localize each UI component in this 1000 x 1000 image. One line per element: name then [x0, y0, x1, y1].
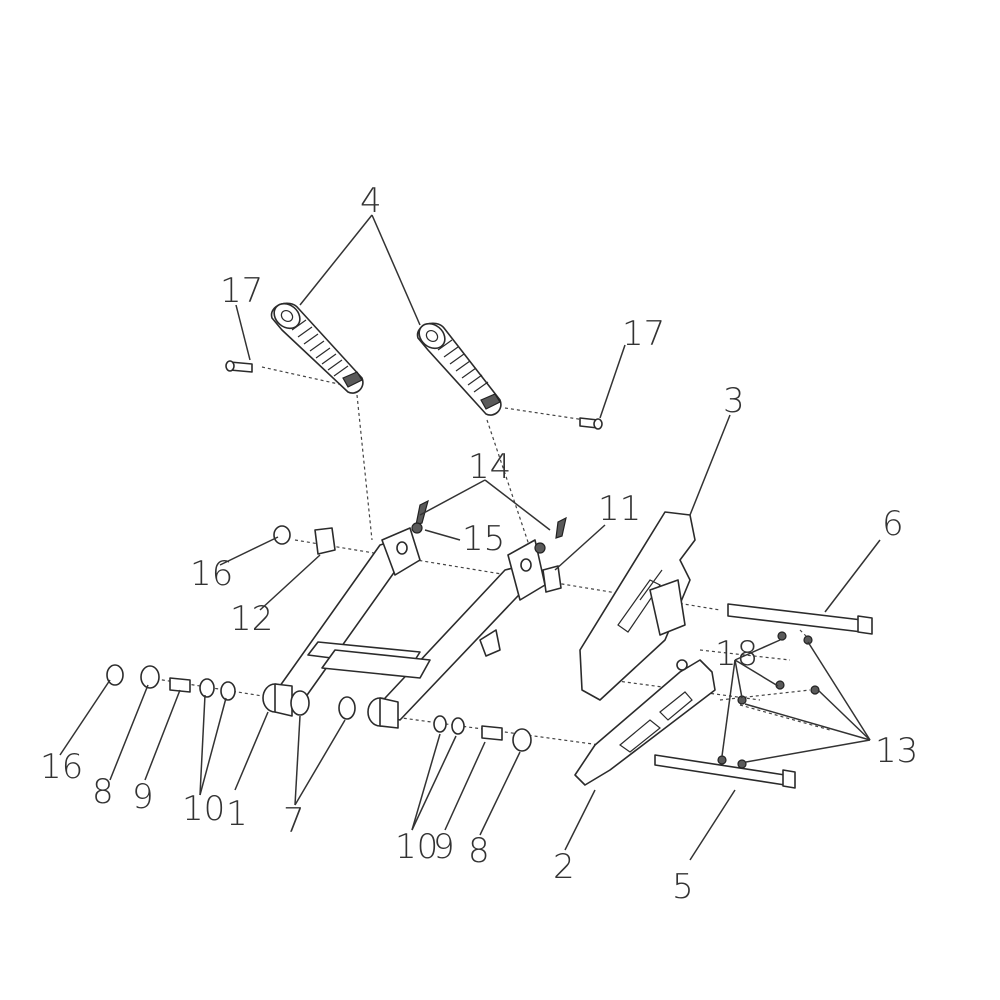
callout-17-right: 17 [622, 314, 665, 354]
callout-17-left: 17 [220, 271, 263, 311]
callout-6: 6 [882, 504, 904, 544]
callout-8-right: 8 [468, 831, 490, 871]
assembly-axes [149, 366, 831, 746]
leader-lines [59, 214, 881, 861]
callout-8-left: 8 [92, 772, 114, 812]
callout-3: 3 [723, 381, 745, 421]
callout-15: 15 [462, 519, 505, 559]
hardware [106, 499, 820, 769]
callout-labels: 4 17 17 3 6 14 15 11 16 12 18 13 16 8 9 … [40, 181, 918, 907]
callout-9-left: 9 [132, 777, 154, 817]
callout-1: 1 [226, 794, 248, 834]
callout-4: 4 [360, 181, 382, 221]
callout-11: 11 [598, 489, 641, 529]
callout-18: 18 [715, 634, 758, 674]
callout-5: 5 [672, 867, 694, 907]
callout-9-right: 9 [433, 827, 455, 867]
callout-10-left: 10 [182, 789, 225, 829]
callout-13: 13 [875, 731, 918, 771]
chain-guard-upper [579, 511, 696, 701]
callout-10-right: 10 [395, 827, 438, 867]
callout-7: 7 [283, 801, 305, 841]
shock-absorber-left [270, 302, 364, 394]
shock-absorber-right [416, 322, 502, 416]
callout-16-lower: 16 [40, 747, 83, 787]
callout-16-upper: 16 [190, 554, 233, 594]
callout-2: 2 [553, 847, 575, 887]
swingarm [262, 527, 546, 729]
shock-bolt-right [579, 417, 603, 430]
shock-bolt-left [225, 360, 253, 373]
chain-guard-lower [574, 659, 716, 786]
callout-14: 14 [468, 447, 511, 487]
callout-12: 12 [230, 599, 273, 639]
axle-upper [727, 603, 873, 635]
